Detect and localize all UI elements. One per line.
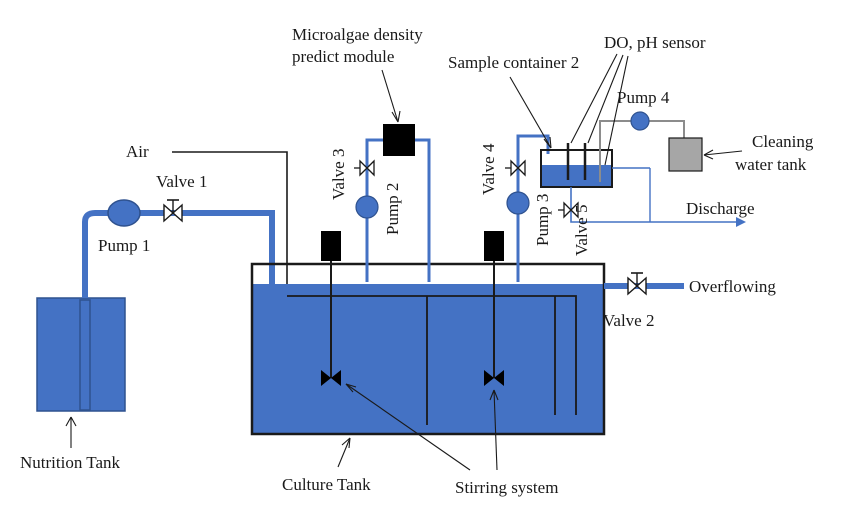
- stirring-impeller-1: [321, 370, 341, 386]
- label-discharge: Discharge: [686, 199, 755, 218]
- cleaning-water-line: [599, 120, 685, 182]
- label-pump-4: Pump 4: [617, 88, 670, 107]
- discharge-arrow-head: [736, 217, 746, 227]
- density-predict-module: [383, 124, 415, 156]
- cleaning-water-tank: [668, 137, 703, 172]
- label-culture-tank: Culture Tank: [282, 475, 371, 494]
- label-density-module-line2: predict module: [292, 47, 394, 66]
- nutrition-tank: [36, 297, 126, 412]
- stirring-motor-2: [484, 231, 504, 261]
- label-pump-3: Pump 3: [533, 194, 552, 246]
- culture-tank-water: [252, 284, 604, 434]
- stirring-motor-1: [321, 231, 341, 261]
- label-cleaning-line2: water tank: [735, 155, 807, 174]
- sample-container-water: [541, 165, 612, 187]
- pump-3: [506, 191, 530, 215]
- discharge-line: [570, 187, 736, 223]
- label-valve-3: Valve 3: [329, 149, 348, 200]
- callout-arrows: [65, 53, 743, 471]
- label-stirring-system: Stirring system: [455, 478, 558, 497]
- label-nutrition-tank: Nutrition Tank: [20, 453, 121, 472]
- feed-pipe: [82, 210, 275, 425]
- valve-2: [627, 272, 647, 296]
- label-pump-1: Pump 1: [98, 236, 150, 255]
- label-pump-2: Pump 2: [383, 183, 402, 235]
- label-overflowing: Overflowing: [689, 277, 776, 296]
- label-valve-1: Valve 1: [156, 172, 207, 191]
- valve-5: [558, 201, 579, 219]
- label-valve-2: Valve 2: [603, 311, 654, 330]
- stirring-impeller-2: [484, 370, 504, 386]
- label-sample-container: Sample container 2: [448, 53, 579, 72]
- label-cleaning-line1: Cleaning: [752, 132, 814, 151]
- label-valve-5: Valve 5: [572, 205, 591, 256]
- nutrition-tank-inner-tube: [79, 299, 91, 411]
- label-air: Air: [126, 142, 149, 161]
- tank-inner-frame: [287, 295, 577, 415]
- label-density-module-line1: Microalgae density: [292, 25, 423, 44]
- valve-3: [354, 159, 375, 177]
- pump-1: [107, 199, 141, 227]
- valve-4: [505, 159, 526, 177]
- pump-2: [355, 195, 379, 219]
- pump-4: [630, 111, 650, 131]
- label-valve-4: Valve 4: [479, 143, 498, 195]
- label-do-ph-sensor: DO, pH sensor: [604, 33, 706, 52]
- valve-1: [163, 199, 183, 223]
